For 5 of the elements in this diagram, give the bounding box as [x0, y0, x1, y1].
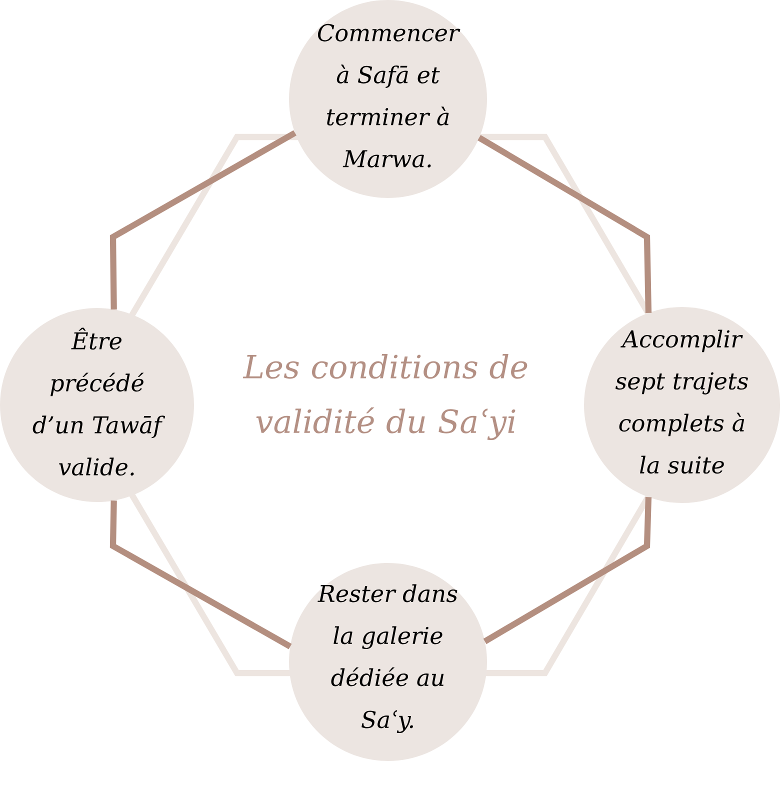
connector-line [483, 497, 652, 644]
connector-line [110, 130, 296, 310]
connector-line [478, 135, 652, 313]
connector-line [110, 500, 292, 650]
title: Les conditions de validité du Saʿyi [242, 354, 528, 440]
